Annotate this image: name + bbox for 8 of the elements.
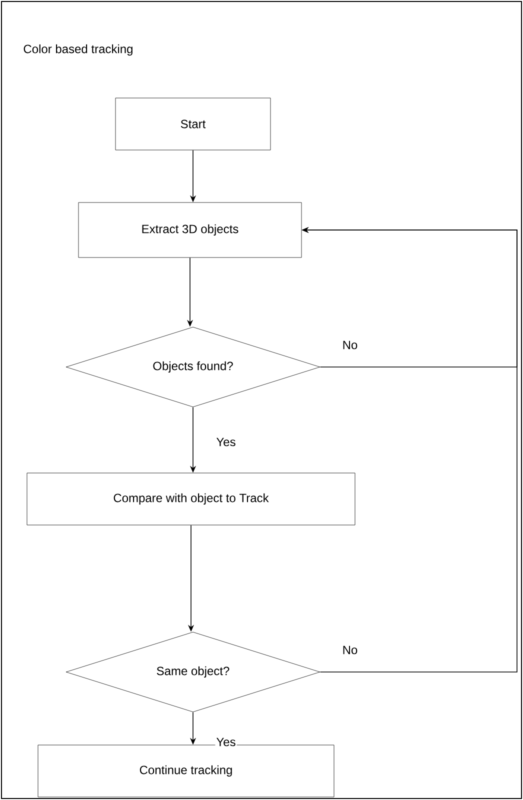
edge-label: No (341, 340, 359, 350)
process-box: Extract 3D objects (78, 202, 302, 258)
edge-label: Yes (215, 736, 237, 748)
edge-label: No (341, 644, 359, 656)
edge-label: Yes (215, 436, 237, 448)
process-box: Start (115, 98, 271, 150)
title: Color based tracking (24, 44, 132, 56)
process-box: Compare with object to Track (26, 472, 356, 526)
